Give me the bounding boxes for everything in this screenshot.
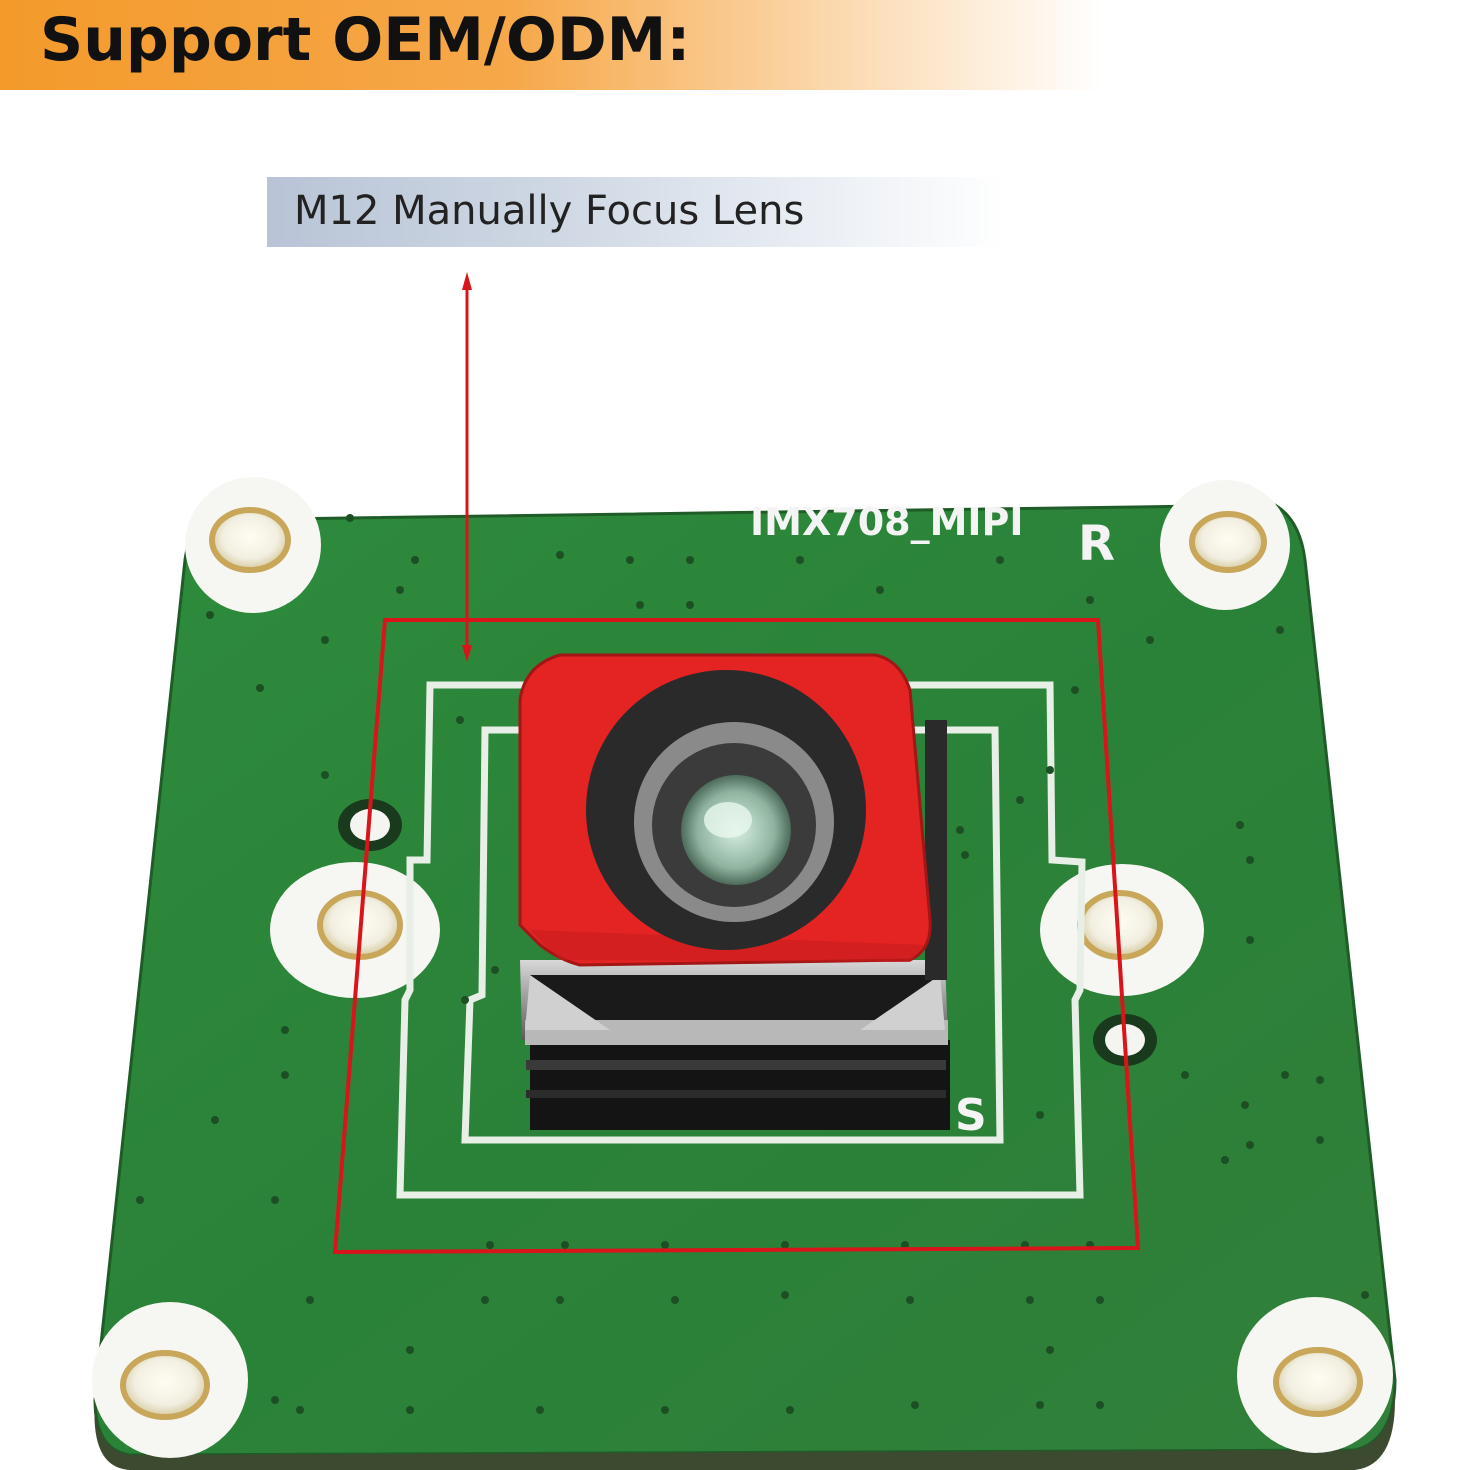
silkscreen-inner — [461, 726, 1004, 1144]
lens — [586, 670, 866, 950]
callout-arrowhead-top — [462, 272, 472, 290]
mounting-hole-top-left — [185, 477, 321, 613]
mounting-hole-bottom-left — [92, 1302, 248, 1458]
board-edge-mark: S — [955, 1090, 987, 1141]
callout-label-band — [267, 177, 1007, 247]
silkscreen-outer — [396, 681, 1086, 1199]
callout-box — [332, 618, 1141, 1255]
header-band — [0, 0, 1470, 90]
mounting-hole-top-right — [1160, 480, 1290, 610]
mounting-hole-bottom-right — [1237, 1297, 1393, 1453]
board-model-text: IMX708_MIPI — [750, 500, 1024, 544]
board-corner-mark: R — [1078, 516, 1115, 572]
callout-arrowhead-bottom — [462, 645, 472, 662]
sensor-stack — [520, 720, 950, 1130]
header-title: Support OEM/ODM: — [40, 5, 691, 75]
callout-label: M12 Manually Focus Lens — [294, 188, 805, 234]
